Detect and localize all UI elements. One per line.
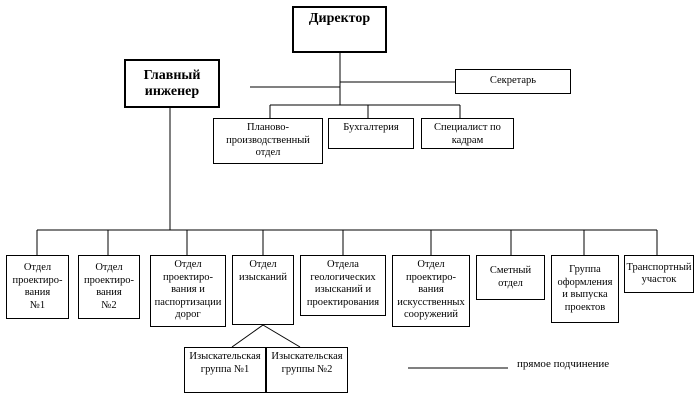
- estimates-dept-box: Сметный отдел: [476, 255, 545, 300]
- design-dept-1-box: Отдел проектиро- вания №1: [6, 255, 69, 319]
- transport-unit-box: Транспортный участок: [624, 255, 694, 293]
- connector-to-survey-group-2: [262, 324, 301, 348]
- design-dept-2-box: Отдел проектиро- вания №2: [78, 255, 140, 319]
- connector-to-survey-group-1: [231, 324, 264, 348]
- director-box: Директор: [292, 6, 387, 53]
- planning-dept-box: Планово- производственный отдел: [213, 118, 323, 164]
- structures-dept-box: Отдел проектиро- вания искусственных соо…: [392, 255, 470, 327]
- secretary-box: Секретарь: [455, 69, 571, 94]
- geology-dept-box: Отдела геологических изысканий и проекти…: [300, 255, 386, 316]
- legend-label: прямое подчинение: [517, 358, 610, 370]
- accounting-box: Бухгалтерия: [328, 118, 414, 149]
- publishing-group-box: Группа оформления и выпуска проектов: [551, 255, 619, 323]
- survey-group-1-box: Изыскательская группа №1: [184, 347, 266, 393]
- roads-dept-box: Отдел проектиро- вания и паспортизации д…: [150, 255, 226, 327]
- chief-engineer-box: Главный инженер: [124, 59, 220, 108]
- survey-dept-box: Отдел изысканий: [232, 255, 294, 325]
- survey-group-2-box: Изыскательская группы №2: [266, 347, 348, 393]
- hr-specialist-box: Специалист по кадрам: [421, 118, 514, 149]
